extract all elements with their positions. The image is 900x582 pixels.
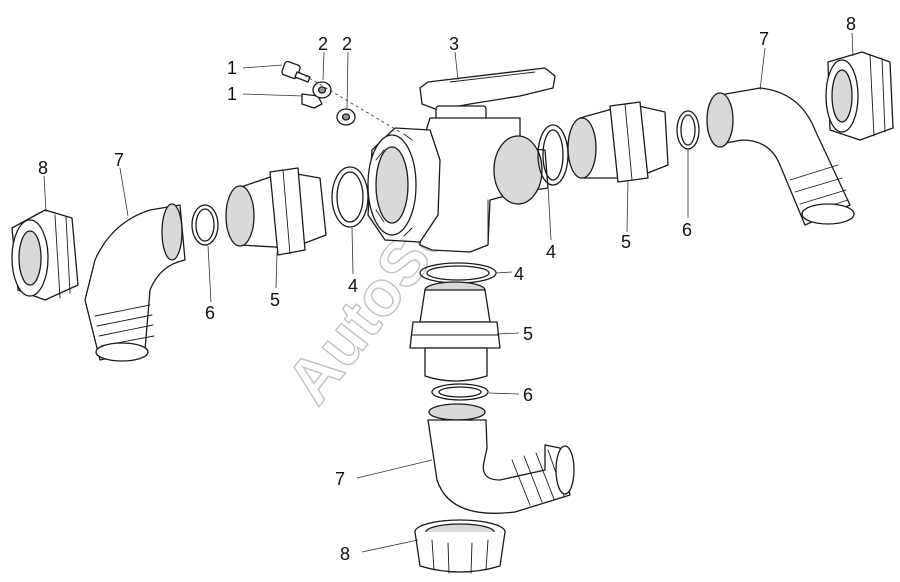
callout-5-bottom: 5: [523, 324, 533, 344]
adapter-part-5-left: [225, 167, 327, 256]
union-nut-part-8-left: [11, 209, 79, 301]
callout-3-valve: 3: [449, 34, 459, 54]
union-nut-part-8-right: [825, 51, 894, 141]
o-ring-part-4-right: [537, 124, 569, 186]
callout-7-left: 7: [114, 150, 124, 170]
callout-2-washer-b: 2: [342, 34, 352, 54]
callout-8-right: 8: [846, 14, 856, 34]
o-ring-part-6-bottom: [431, 383, 489, 401]
callout-4-left: 4: [348, 276, 358, 296]
hose-elbow-part-7-bottom: [427, 403, 575, 514]
assembly-axis-screw: [298, 71, 401, 133]
callout-6-right: 6: [682, 220, 692, 240]
callout-5-right: 5: [621, 232, 631, 252]
adapter-part-5-right: [567, 101, 669, 183]
adapter-part-5-bottom: [409, 281, 501, 382]
union-nut-part-8-bottom: [414, 519, 506, 574]
callout-4-right: 4: [546, 242, 556, 262]
callout-labels: 1 1 2 2 3 4 4 4 5 5 5 6 6 6 7 7 7 8 8 8: [38, 14, 856, 564]
callout-7-bottom: 7: [335, 469, 345, 489]
o-ring-part-6-left: [191, 204, 219, 246]
callout-1-screw: 1: [227, 58, 237, 78]
callout-8-left: 8: [38, 158, 48, 178]
callout-5-left: 5: [270, 290, 280, 310]
leader-lines: [43, 32, 854, 553]
o-ring-part-4-left: [331, 166, 369, 228]
o-ring-part-6-right: [676, 110, 700, 150]
callout-6-bottom: 6: [523, 385, 533, 405]
hose-elbow-part-7-left: [84, 203, 186, 362]
screw-part-1: [281, 60, 311, 83]
callout-1-clip: 1: [227, 84, 237, 104]
washer-part-2-b: [336, 108, 356, 126]
callout-2-washer-a: 2: [318, 34, 328, 54]
callout-8-bottom: 8: [340, 544, 350, 564]
callout-7-right: 7: [759, 29, 769, 49]
callout-6-left: 6: [205, 303, 215, 323]
callout-4-bottom: 4: [514, 264, 524, 284]
valve-body-part-3: [367, 67, 556, 253]
hose-elbow-part-7-right: [706, 87, 855, 226]
washer-part-2-a: [312, 81, 332, 99]
